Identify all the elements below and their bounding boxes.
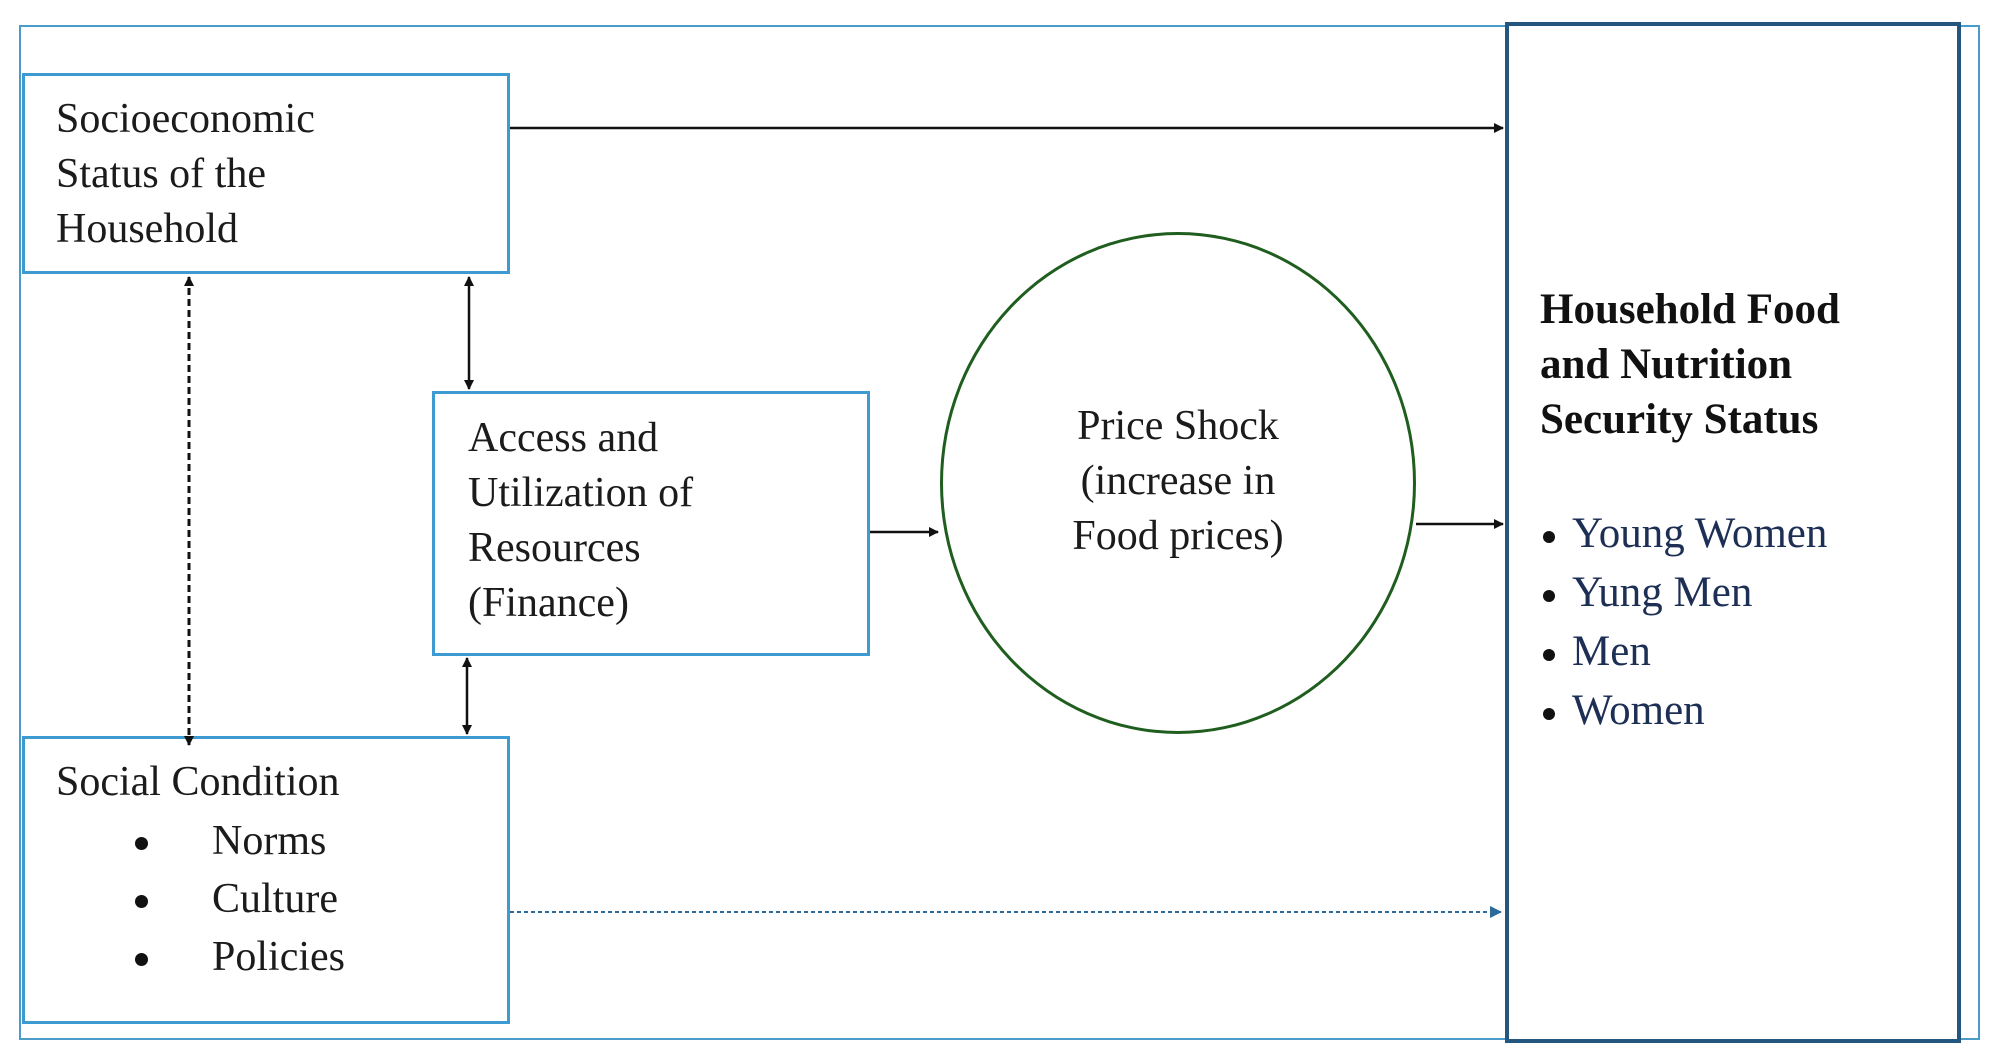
social-condition-item: Norms bbox=[25, 812, 345, 870]
bullet-icon bbox=[1543, 708, 1555, 720]
outcome-title-line-2: and Nutrition bbox=[1540, 341, 1793, 388]
outcome-group-list: Young Women Yung Men Men Women bbox=[1540, 504, 1827, 740]
outcome-group-item: Men bbox=[1540, 622, 1827, 681]
group-men: Men bbox=[1572, 628, 1651, 675]
socioeconomic-line-2: Status of the bbox=[56, 151, 266, 197]
price-shock-line-2: (increase in bbox=[1080, 458, 1276, 504]
social-item-norms: Norms bbox=[212, 818, 327, 864]
access-line-1: Access and bbox=[468, 415, 659, 461]
access-utilization-label: Access and Utilization of Resources (Fin… bbox=[468, 411, 693, 631]
group-young-men: Yung Men bbox=[1572, 569, 1753, 616]
price-shock-line-1: Price Shock bbox=[1077, 403, 1279, 449]
access-utilization-box: Access and Utilization of Resources (Fin… bbox=[432, 391, 870, 656]
outcome-group-item: Young Women bbox=[1540, 504, 1827, 563]
bullet-icon bbox=[1543, 531, 1555, 543]
access-line-2: Utilization of bbox=[468, 470, 694, 516]
social-condition-item: Culture bbox=[25, 870, 345, 928]
outcome-title-line-3: Security Status bbox=[1540, 396, 1819, 443]
access-line-4: (Finance) bbox=[468, 580, 629, 626]
social-condition-box: Social Condition Norms Culture Policies bbox=[22, 736, 510, 1024]
price-shock-line-3: Food prices) bbox=[1072, 513, 1284, 559]
outcome-group-item: Yung Men bbox=[1540, 563, 1827, 622]
household-food-security-title: Household Food and Nutrition Security St… bbox=[1540, 282, 1840, 447]
outcome-group-item: Women bbox=[1540, 681, 1827, 740]
price-shock-label: Price Shock (increase in Food prices) bbox=[943, 399, 1413, 564]
socioeconomic-line-3: Household bbox=[56, 206, 238, 252]
bullet-icon bbox=[1543, 649, 1555, 661]
outcome-title-line-1: Household Food bbox=[1540, 286, 1840, 333]
social-condition-item: Policies bbox=[25, 928, 345, 986]
bullet-icon bbox=[1543, 590, 1555, 602]
price-shock-circle: Price Shock (increase in Food prices) bbox=[940, 232, 1416, 734]
group-women: Women bbox=[1572, 687, 1705, 734]
group-young-women: Young Women bbox=[1572, 510, 1828, 557]
bullet-icon bbox=[135, 953, 148, 966]
household-food-security-box: Household Food and Nutrition Security St… bbox=[1505, 22, 1961, 1043]
socioeconomic-status-box: Socioeconomic Status of the Household bbox=[22, 73, 510, 274]
social-condition-title: Social Condition bbox=[56, 759, 340, 805]
access-line-3: Resources bbox=[468, 525, 641, 571]
bullet-icon bbox=[135, 895, 148, 908]
bullet-icon bbox=[135, 837, 148, 850]
socioeconomic-line-1: Socioeconomic bbox=[56, 96, 315, 142]
socioeconomic-status-label: Socioeconomic Status of the Household bbox=[56, 92, 315, 257]
social-item-culture: Culture bbox=[212, 876, 338, 922]
social-condition-list: Norms Culture Policies bbox=[25, 812, 345, 986]
diagram-frame bbox=[19, 25, 1980, 1040]
social-item-policies: Policies bbox=[212, 934, 345, 980]
